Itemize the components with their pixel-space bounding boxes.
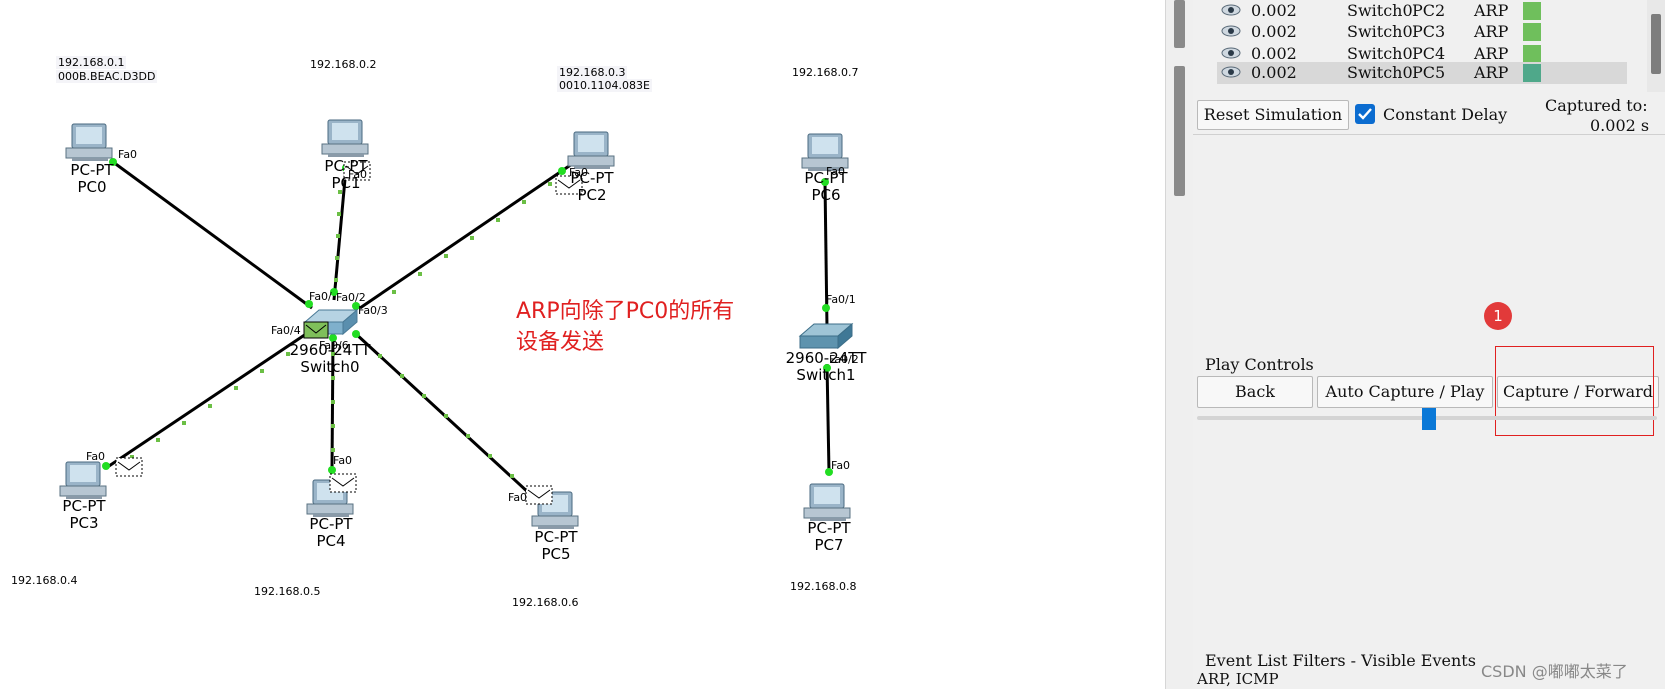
port-label-sw1-fa02: Fa0/2 bbox=[829, 353, 859, 366]
event-color-box bbox=[1523, 23, 1541, 41]
event-type: ARP bbox=[1474, 63, 1509, 82]
link-pc5-switch0 bbox=[354, 332, 532, 496]
pc2-ip-label: 192.168.0.3 bbox=[557, 66, 628, 79]
event-filters-value: ARP, ICMP bbox=[1197, 670, 1279, 688]
port-label-pc0: Fa0 bbox=[118, 148, 138, 161]
event-time: 0.002 bbox=[1251, 22, 1297, 41]
event-time: 0.002 bbox=[1251, 44, 1297, 63]
link-pc0-switch0 bbox=[112, 160, 313, 310]
auto-capture-play-button[interactable]: Auto Capture / Play bbox=[1317, 376, 1493, 408]
pc2-mac-label: 0010.1104.083E bbox=[557, 79, 652, 92]
port-label-pc1: Fa0 bbox=[348, 168, 368, 181]
event-last-device: Switch0 bbox=[1347, 44, 1413, 63]
event-time: 0.002 bbox=[1251, 63, 1297, 82]
pc0-ip-label: 192.168.0.1 bbox=[56, 56, 127, 69]
pc1-ip-label: 192.168.0.2 bbox=[310, 58, 377, 71]
pc3-ip-label: 192.168.0.4 bbox=[11, 574, 78, 587]
eye-icon[interactable] bbox=[1221, 46, 1241, 60]
link-pc2-switch0 bbox=[359, 160, 576, 310]
captured-to-value: 0.002 s bbox=[1590, 116, 1650, 135]
divider bbox=[1193, 134, 1665, 135]
topology-canvas[interactable]: 192.168.0.1 000B.BEAC.D3DD 192.168.0.2 1… bbox=[0, 0, 1165, 689]
port-label-sw0-fa04: Fa0/4 bbox=[271, 324, 301, 337]
port-label-pc6: Fa0 bbox=[826, 165, 846, 178]
port-label-pc5: Fa0 bbox=[508, 491, 528, 504]
event-last-device: Switch0 bbox=[1347, 1, 1413, 20]
port-label-pc2: Fa0 bbox=[569, 166, 589, 179]
link-pc3-switch0 bbox=[105, 328, 313, 470]
splitter-scroll-thumb[interactable] bbox=[1174, 66, 1185, 196]
pc6-ip-label: 192.168.0.7 bbox=[792, 66, 859, 79]
event-at-device: PC4 bbox=[1412, 44, 1446, 63]
constant-delay-checkbox[interactable] bbox=[1355, 104, 1375, 124]
event-color-box bbox=[1523, 45, 1541, 63]
port-label-sw0-fa02: Fa0/2 bbox=[336, 291, 366, 304]
eye-icon[interactable] bbox=[1221, 3, 1241, 17]
watermark-text: CSDN @嘟嘟太菜了 bbox=[1481, 662, 1628, 681]
event-type: ARP bbox=[1474, 44, 1509, 63]
event-time: 0.002 bbox=[1251, 1, 1297, 20]
link-pc6-switch1 bbox=[823, 181, 829, 329]
event-at-device: PC2 bbox=[1412, 1, 1446, 20]
event-filters-label: Event List Filters - Visible Events bbox=[1205, 651, 1476, 670]
event-color-box bbox=[1523, 64, 1541, 82]
event-list-scrollbar[interactable] bbox=[1647, 0, 1665, 92]
topology-links bbox=[59, 119, 854, 529]
play-controls-label: Play Controls bbox=[1205, 355, 1314, 374]
annotation-text: ARP向除了PC0的所有 设备发送 bbox=[516, 299, 735, 355]
pdu-envelopes bbox=[115, 161, 583, 505]
pc4-ip-label: 192.168.0.5 bbox=[254, 585, 321, 598]
reset-simulation-button[interactable]: Reset Simulation bbox=[1197, 100, 1349, 130]
eye-icon[interactable] bbox=[1221, 65, 1241, 79]
event-color-box bbox=[1523, 2, 1541, 20]
port-label-pc4: Fa0 bbox=[333, 454, 353, 467]
highlight-box bbox=[1495, 346, 1654, 436]
port-label-pc7: Fa0 bbox=[831, 459, 851, 472]
port-label-pc3: Fa0 bbox=[86, 450, 106, 463]
captured-to-label: Captured to: bbox=[1545, 96, 1648, 115]
pc0-mac-label: 000B.BEAC.D3DD bbox=[56, 70, 158, 83]
port-label-sw0-fa06: Fa0/6 bbox=[319, 339, 349, 352]
switch-icons bbox=[303, 308, 854, 350]
eye-icon[interactable] bbox=[1221, 24, 1241, 38]
step-marker-badge: 1 bbox=[1484, 302, 1512, 330]
back-button[interactable]: Back bbox=[1197, 376, 1313, 408]
event-type: ARP bbox=[1474, 1, 1509, 20]
link-switch1-pc7 bbox=[825, 363, 831, 473]
event-last-device: Switch0 bbox=[1347, 22, 1413, 41]
speed-slider-thumb[interactable] bbox=[1422, 408, 1436, 430]
event-type: ARP bbox=[1474, 22, 1509, 41]
event-last-device: Switch0 bbox=[1347, 63, 1413, 82]
port-label-sw1-fa01: Fa0/1 bbox=[826, 293, 856, 306]
checkmark-icon bbox=[1358, 108, 1372, 120]
port-label-sw0-fa03: Fa0/3 bbox=[358, 304, 388, 317]
event-at-device: PC3 bbox=[1412, 22, 1446, 41]
event-at-device: PC5 bbox=[1412, 63, 1446, 82]
port-label-sw0-fa01: Fa0/ bbox=[309, 290, 332, 303]
pc7-ip-label: 192.168.0.8 bbox=[790, 580, 857, 593]
constant-delay-label: Constant Delay bbox=[1383, 105, 1508, 124]
capture-forward-button[interactable]: Capture / Forward bbox=[1497, 376, 1659, 408]
panel-splitter[interactable] bbox=[1165, 0, 1194, 689]
pc5-ip-label: 192.168.0.6 bbox=[512, 596, 579, 609]
splitter-scroll-thumb-top[interactable] bbox=[1174, 0, 1185, 48]
